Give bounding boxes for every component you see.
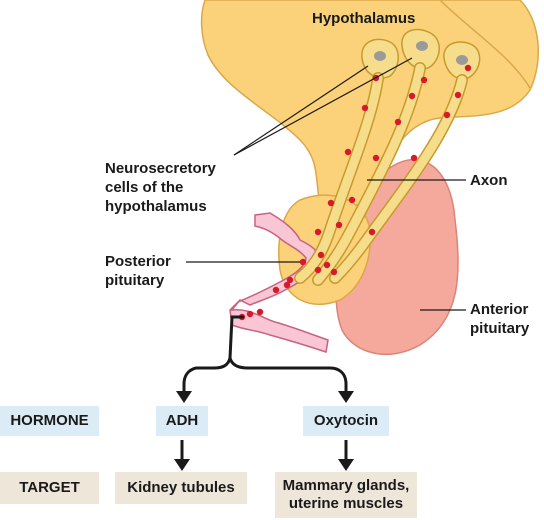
secretion-dot [330, 268, 338, 276]
axon-label: Axon [470, 172, 508, 189]
secretion-dot [246, 310, 254, 318]
secretion-dot [420, 76, 428, 84]
secretion-dot [256, 308, 264, 316]
target-row-header: TARGET [0, 472, 99, 504]
hormone-oxytocin: Oxytocin [303, 406, 389, 436]
neurosecretory-line-2: cells of the [105, 179, 183, 196]
secretion-dot [372, 154, 380, 162]
secretion-dot [410, 154, 418, 162]
hormone-row-header: HORMONE [0, 406, 99, 436]
secretion-dot [443, 111, 451, 119]
secretion-dot [368, 228, 376, 236]
neurosecretory-line-1: Neurosecretory [105, 160, 217, 177]
secretion-dot [314, 228, 322, 236]
target-kidney-tubules: Kidney tubules [115, 472, 247, 504]
secretion-dot [394, 118, 402, 126]
cell-nuclei [374, 41, 468, 65]
neurosecretory-label: Neurosecretory cells of the hypothalamus [105, 160, 220, 215]
hypothalamus-fold [439, 0, 531, 89]
secretion-dot [317, 251, 325, 259]
hormone-secretion-dots [238, 64, 472, 321]
secretion-dot [314, 266, 322, 274]
anterior-line-2: pituitary [470, 320, 530, 337]
secretion-dot [348, 196, 356, 204]
neurosecretory-line-3: hypothalamus [105, 198, 207, 215]
anterior-pituitary-label: Anterior pituitary [470, 301, 533, 337]
hypothalamus-label: Hypothalamus [312, 10, 415, 27]
secretion-dot [327, 199, 335, 207]
secretion-dot [454, 91, 462, 99]
posterior-pituitary-label: Posterior pituitary [105, 253, 175, 289]
posterior-line-2: pituitary [105, 272, 165, 289]
secretion-dot [323, 261, 331, 269]
secretion-dot [408, 92, 416, 100]
secretion-dot [283, 281, 291, 289]
hormone-flow-arrows [180, 315, 348, 462]
secretion-dot [344, 148, 352, 156]
hormone-adh: ADH [156, 406, 208, 436]
secretion-dot [272, 286, 280, 294]
anterior-line-1: Anterior [470, 301, 529, 318]
arrowheads [174, 391, 354, 471]
secretion-dot [286, 276, 294, 284]
target-mammary-uterine: Mammary glands, uterine muscles [275, 472, 417, 518]
secretion-dot [361, 104, 369, 112]
secretion-dot [299, 258, 307, 266]
secretion-dot [335, 221, 343, 229]
secretion-dot [464, 64, 472, 72]
leader-lines [186, 57, 466, 311]
posterior-line-1: Posterior [105, 253, 171, 270]
